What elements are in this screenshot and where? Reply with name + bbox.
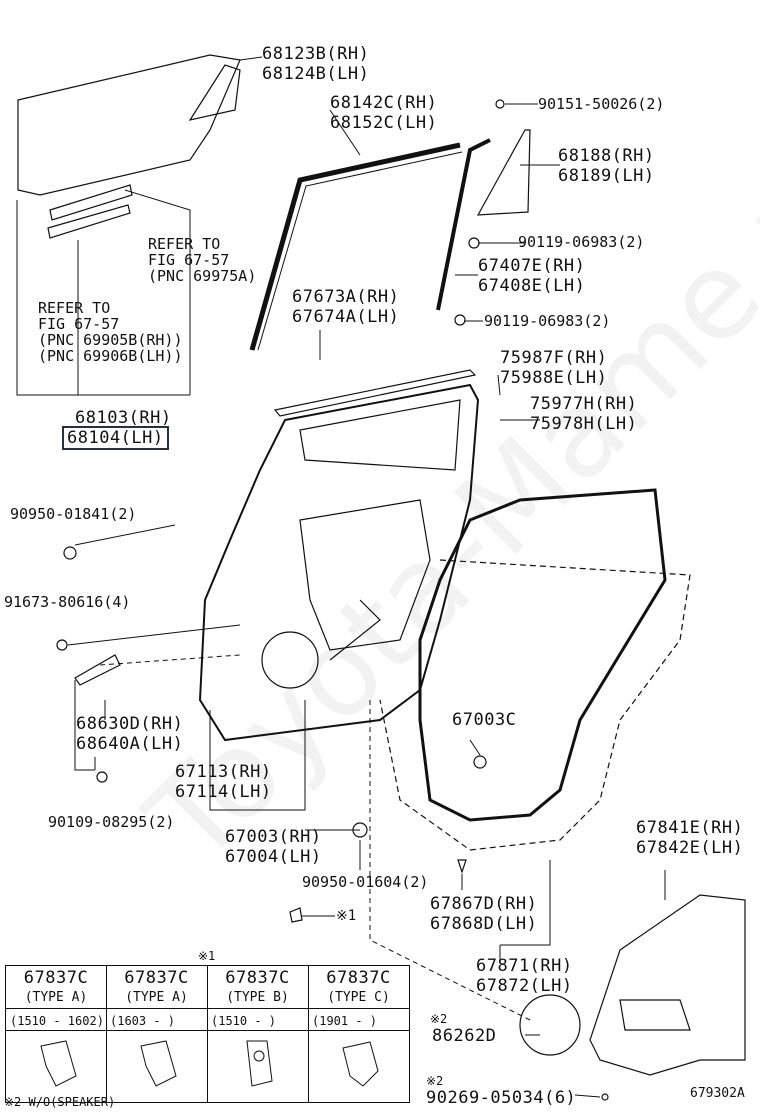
label-90269: 90269-05034(6): [426, 1088, 577, 1108]
label-67867: 67867D(RH)67868D(LH): [430, 894, 538, 934]
bolt-90109: [96, 771, 108, 783]
label-68630: 68630D(RH)68640A(LH): [76, 714, 184, 754]
rear-quarter-glass: [476, 129, 531, 216]
clip-type-c-icon: [342, 1041, 379, 1087]
label-91673: 91673-80616(4): [4, 593, 131, 611]
label-75987: 75987F(RH)75988E(LH): [500, 348, 608, 388]
belt-moulding: [273, 369, 477, 417]
legend-part-4: 67837C: [326, 968, 391, 988]
label-67871: 67871(RH)67872(LH): [476, 956, 573, 996]
legend-date-3: (1510 - ): [211, 1014, 277, 1028]
legend-mark: ※1: [198, 949, 216, 963]
bolt-90119-lower: [454, 314, 466, 326]
label-86262: 86262D: [432, 1026, 497, 1046]
door-check: [74, 654, 121, 686]
label-68142: 68142C(RH)68152C(LH): [330, 93, 438, 133]
mark-90269: ※2: [426, 1074, 444, 1088]
legend-type-1: (TYPE A): [24, 990, 88, 1005]
legend-col-1: 67837C (TYPE A) (1510 - 1602): [6, 966, 107, 1102]
door-glass: [17, 54, 241, 196]
label-67841: 67841E(RH)67842E(LH): [636, 818, 744, 858]
label-90119-upper: 90119-06983(2): [518, 233, 645, 251]
screw-90269: [601, 1093, 609, 1101]
legend-type-2: (TYPE A): [125, 990, 188, 1005]
door-weatherstrip: [418, 488, 667, 822]
legend-col-3: 67837C (TYPE B) (1510 - ): [207, 966, 309, 1102]
legend-divider-1: [6, 1008, 409, 1009]
glass-channel-upper: [49, 184, 133, 221]
label-75977: 75977H(RH)75978H(LH): [530, 394, 638, 434]
clip-type-b-icon: [246, 1040, 273, 1087]
legend-divider-2: [6, 1030, 409, 1031]
door-panel: [198, 383, 480, 742]
mark-86262: ※2: [430, 1012, 448, 1026]
legend-date-1: (1510 - 1602): [10, 1014, 104, 1028]
bolt-90151: [495, 99, 505, 109]
label-67113: 67113(RH)67114(LH): [175, 762, 272, 802]
plug-90950-upper: [63, 546, 77, 560]
clip-type-legend: 67837C (TYPE A) (1510 - 1602) 67837C (TY…: [5, 965, 410, 1103]
clip-67867: [457, 859, 467, 874]
bolt-90119-upper: [468, 237, 480, 249]
label-90950-lower: 90950-01604(2): [302, 873, 429, 891]
division-bar: [436, 138, 491, 311]
speaker-cover: [519, 994, 581, 1056]
bolt-91673: [56, 639, 68, 651]
label-67003: 67003(RH)67004(LH): [225, 827, 322, 867]
body-opening-outline: [379, 559, 691, 851]
label-68188: 68188(RH)68189(LH): [558, 146, 655, 186]
legend-date-2: (1603 - ): [110, 1014, 176, 1028]
label-68104-highlighted: 68104(LH): [62, 426, 169, 450]
legend-type-4: (TYPE C): [327, 990, 390, 1005]
clip-marker: ※1: [336, 908, 357, 924]
legend-col-2: 67837C (TYPE A) (1603 - ): [106, 966, 208, 1102]
clip-67003c: [473, 755, 487, 769]
label-90151: 90151-50026(2): [538, 95, 665, 113]
quarter-glass: [188, 64, 241, 121]
legend-date-4: (1901 - ): [312, 1014, 378, 1028]
figure-code: 679302A: [690, 1086, 745, 1101]
label-90109: 90109-08295(2): [48, 813, 175, 831]
legend-part-2: 67837C: [124, 968, 189, 988]
label-90119-lower: 90119-06983(2): [484, 312, 611, 330]
label-67673: 67673A(RH)67674A(LH): [292, 287, 400, 327]
legend-part-1: 67837C: [23, 968, 89, 988]
legend-type-3: (TYPE B): [226, 990, 289, 1005]
legend-col-4: 67837C (TYPE C) (1901 - ): [308, 966, 410, 1102]
label-90950-upper: 90950-01841(2): [10, 505, 137, 523]
inner-trim-panel: [589, 894, 746, 1076]
clip-type-a2-icon: [140, 1040, 177, 1087]
footnote: ※2 W/O(SPEAKER): [4, 1095, 116, 1109]
clip-67837: [289, 907, 303, 923]
glass-channel-lower: [47, 204, 131, 239]
label-68103: 68103(RH): [75, 408, 172, 428]
clip-type-a-icon: [40, 1040, 77, 1087]
glass-run-channel: [249, 142, 461, 351]
legend-part-3: 67837C: [225, 968, 290, 988]
label-67407: 67407E(RH)67408E(LH): [478, 256, 586, 296]
label-68123: 68123B(RH)68124B(LH): [262, 44, 370, 84]
label-67003c: 67003C: [452, 710, 517, 730]
